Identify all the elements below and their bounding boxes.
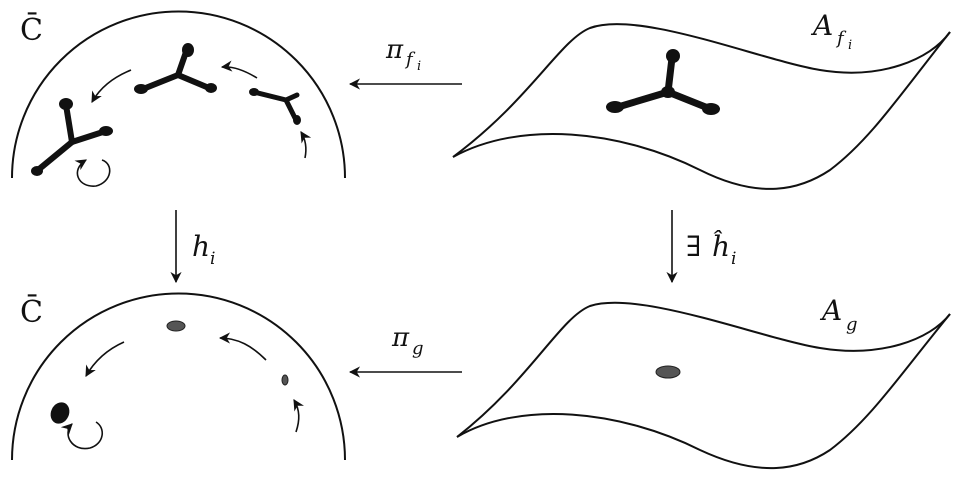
bottom-surface-sub: g xyxy=(846,314,858,335)
top-surface-sub: f xyxy=(835,28,847,49)
top-left-sphere-label: C̄ xyxy=(20,12,43,48)
bottom-map-label: π xyxy=(391,323,410,353)
bottom-map-arrow: π g xyxy=(348,323,462,378)
bottom-right-surface: A g xyxy=(456,294,951,469)
top-sphere-motion-arrows xyxy=(74,60,312,187)
right-vertical-arrow: ∃ ĥ i xyxy=(666,210,736,284)
bottom-sphere-motion-arrows xyxy=(60,332,304,450)
point-on-surface xyxy=(655,365,681,379)
top-map-sub: f xyxy=(404,49,416,70)
top-surface-subsub: i xyxy=(848,38,852,53)
bottom-map-sub: g xyxy=(412,338,424,359)
tree-top-center xyxy=(134,43,217,94)
right-vertical-sub: i xyxy=(731,249,736,269)
top-map-subsub: i xyxy=(417,59,421,74)
left-vertical-arrow: h i xyxy=(170,210,215,284)
top-right-surface: A f i xyxy=(452,9,951,190)
right-vertical-label: ĥ xyxy=(712,230,730,263)
tree-top-left xyxy=(31,98,113,176)
left-vertical-label: h xyxy=(192,230,210,263)
top-map-label: π xyxy=(385,35,404,65)
exists-symbol: ∃ xyxy=(686,230,701,263)
bottom-left-sphere-label: C̄ xyxy=(20,294,43,330)
bottom-surface-label: A xyxy=(819,294,842,327)
bottom-left-sphere: C̄ xyxy=(11,292,346,461)
top-surface-label: A xyxy=(810,9,833,42)
left-vertical-sub: i xyxy=(210,249,215,269)
top-map-arrow: π f i xyxy=(348,35,462,90)
bottom-sphere-points xyxy=(50,320,289,424)
tree-top-right xyxy=(249,88,301,125)
tree-on-surface xyxy=(606,49,720,115)
top-left-sphere: C̄ xyxy=(11,10,346,179)
